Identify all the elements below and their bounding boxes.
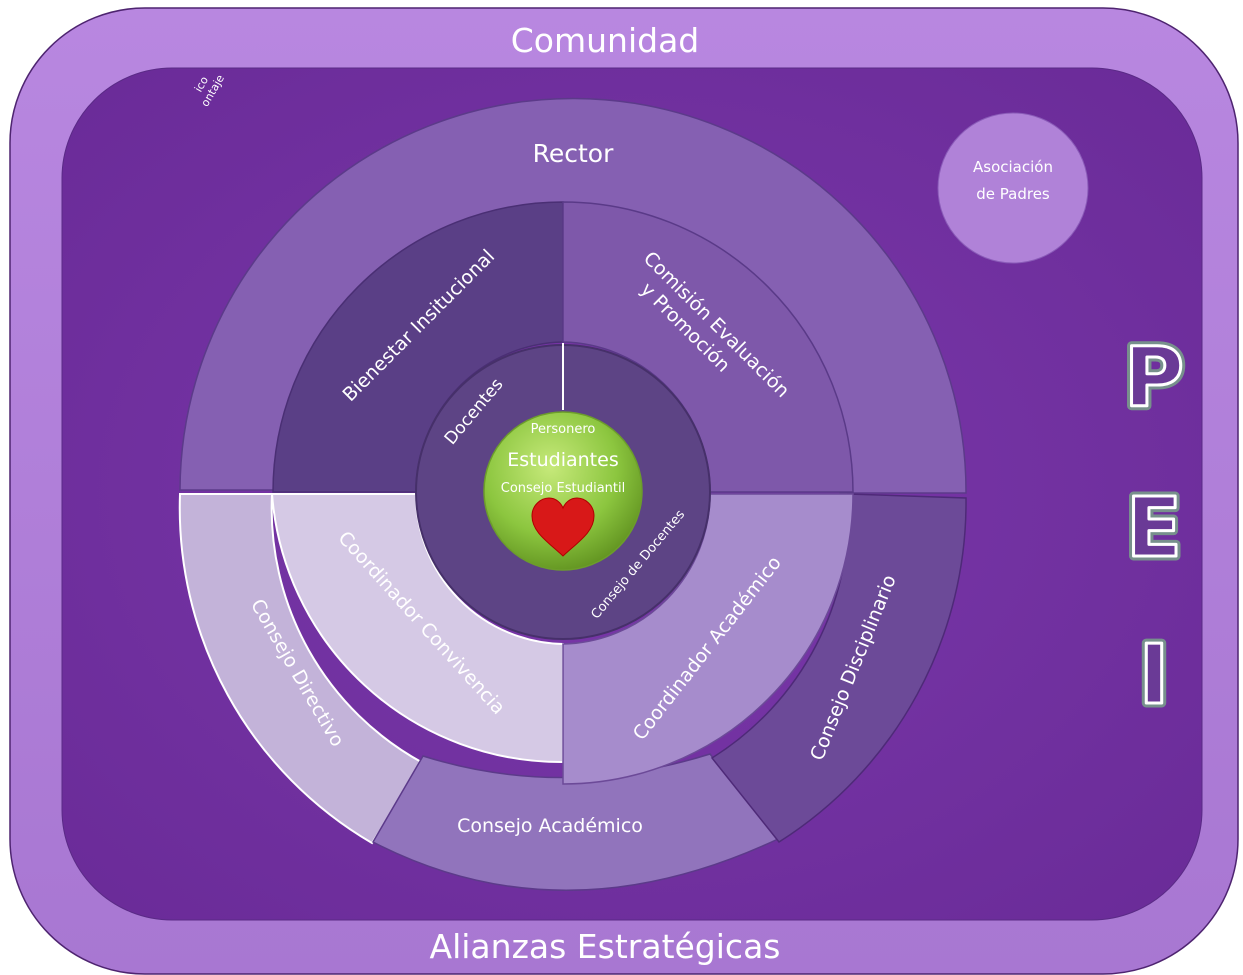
segment-coord-academico xyxy=(562,493,854,785)
consejo-estudiantil-label: Consejo Estudiantil xyxy=(501,481,625,496)
association-label-line1: Asociación xyxy=(973,158,1053,176)
pei-letter-e: E xyxy=(1126,481,1182,576)
community-label: Comunidad xyxy=(511,21,700,60)
rector-label: Rector xyxy=(533,139,614,168)
pei-letter-e-face: E xyxy=(1126,481,1182,576)
center-circle xyxy=(483,411,643,571)
pei-letters: P P E E I I xyxy=(1119,327,1188,728)
pei-letter-i: I xyxy=(1139,628,1170,723)
pei-letter-p-face: P xyxy=(1124,331,1184,426)
segment-consejo-directivo xyxy=(178,493,425,845)
association-circle xyxy=(937,112,1089,264)
segment-consejo-academico xyxy=(371,753,780,891)
alliances-label: Alianzas Estratégicas xyxy=(430,927,781,966)
estudiantes-label: Estudiantes xyxy=(507,449,618,471)
personero-label: Personero xyxy=(531,422,596,437)
association-label-line2: de Padres xyxy=(976,185,1050,203)
pei-letter-i-face: I xyxy=(1139,628,1170,723)
segment-coord-convivencia xyxy=(270,493,564,764)
association-parents: Asociación de Padres xyxy=(937,112,1089,264)
heart-icon xyxy=(531,497,595,557)
segment-comision xyxy=(562,201,854,493)
pei-letter-p: P xyxy=(1124,331,1184,426)
segment-consejo-disciplinario xyxy=(710,493,967,843)
consejo-academico-label: Consejo Académico xyxy=(457,815,643,837)
